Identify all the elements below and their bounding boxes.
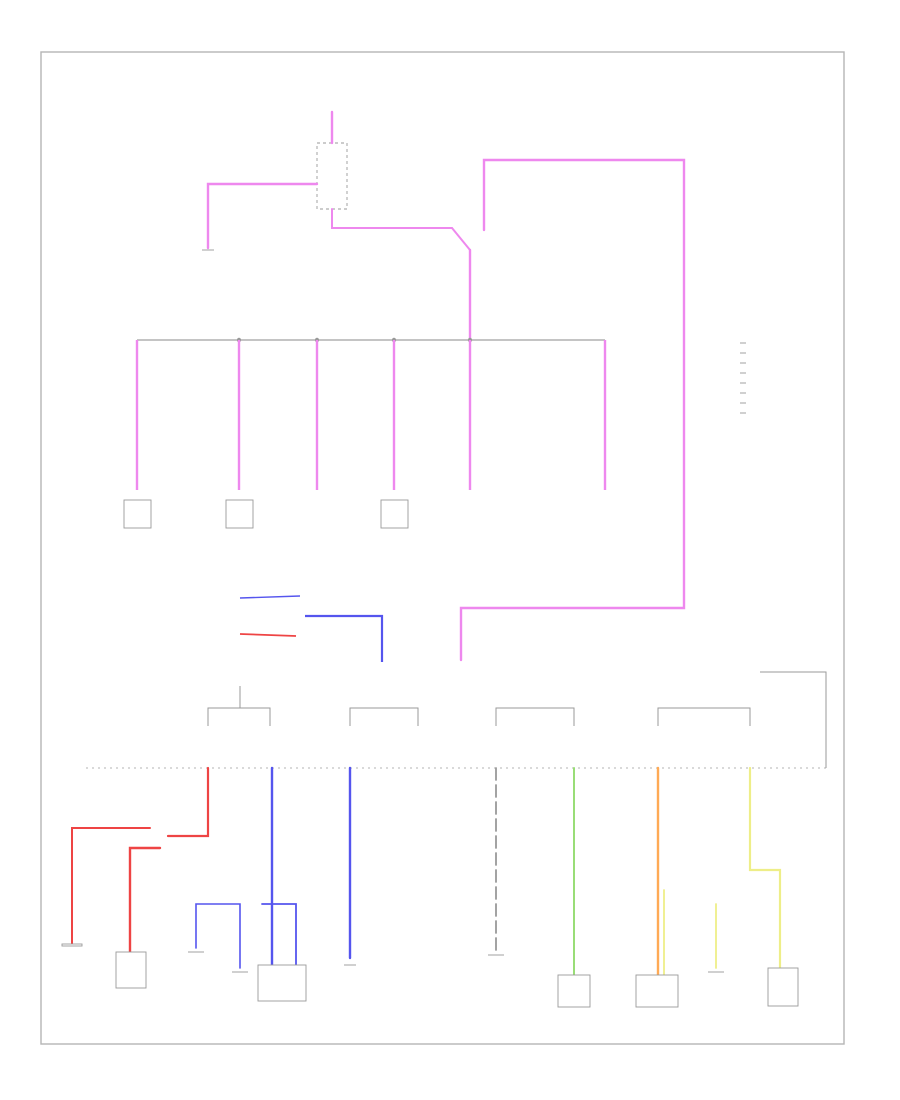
legend	[740, 342, 746, 414]
distribution-bus	[137, 337, 605, 343]
bottom-module-3	[557, 974, 591, 1008]
lower-modules	[61, 943, 799, 1008]
branch-modules	[123, 499, 409, 529]
top-fuse-block	[316, 142, 348, 210]
module-1	[123, 499, 152, 529]
bottom-module-5	[767, 967, 799, 1007]
middle-inputs	[239, 595, 384, 662]
lower-branches	[71, 766, 782, 977]
bottom-module-2	[257, 964, 307, 1002]
lower-fuse-feeds	[207, 671, 827, 768]
module-4	[380, 499, 409, 529]
bottom-module-1	[115, 951, 147, 989]
branch-wires	[135, 340, 607, 490]
ground-symbols	[188, 951, 724, 973]
top-wiring	[206, 110, 686, 662]
bottom-module-6	[61, 943, 83, 947]
bottom-module-4	[635, 974, 679, 1008]
diagram-frame	[40, 51, 845, 1045]
module-2	[225, 499, 254, 529]
